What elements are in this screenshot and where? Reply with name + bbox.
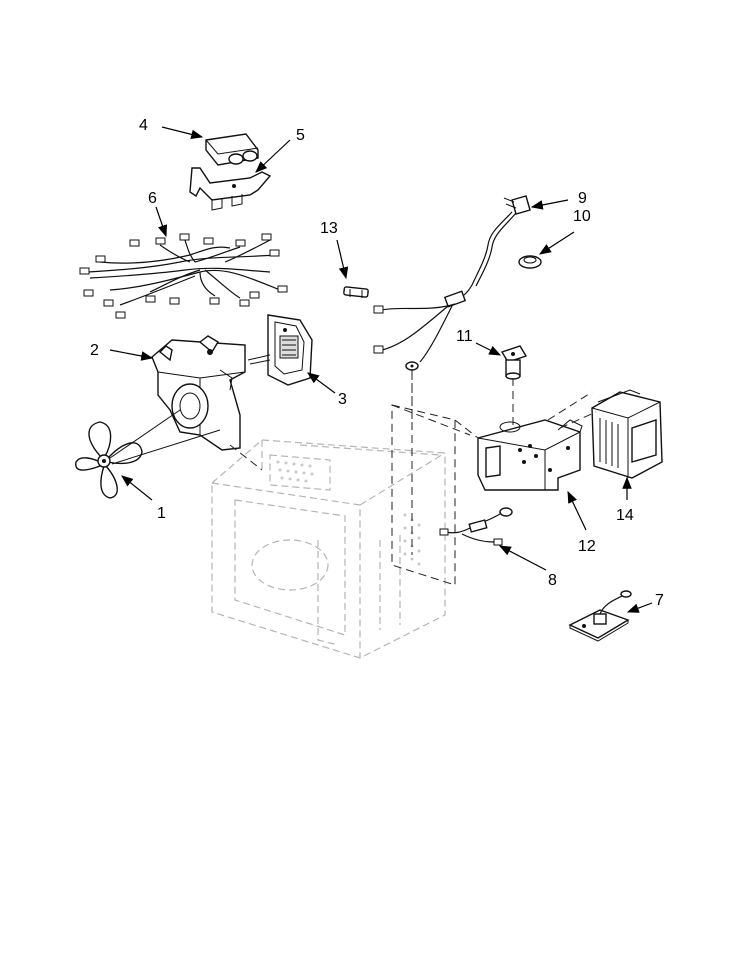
wire-harness xyxy=(79,233,288,319)
fan-motor xyxy=(247,314,313,386)
callout-3: 3 xyxy=(338,391,347,408)
power-cord xyxy=(373,195,531,371)
callout-9: 9 xyxy=(578,190,587,207)
magnetron xyxy=(591,389,663,479)
assembly-dash-lines xyxy=(411,372,597,439)
callout-11: 11 xyxy=(456,328,473,345)
ground-wire xyxy=(439,507,513,546)
fuse xyxy=(343,286,369,298)
callout-5: 5 xyxy=(296,127,305,144)
callout-7: 7 xyxy=(655,592,664,609)
thermal-cutoff xyxy=(500,345,528,380)
air-duct-bracket xyxy=(151,335,246,451)
fan-blade xyxy=(75,421,143,499)
callout-12: 12 xyxy=(578,538,596,555)
callout-14: 14 xyxy=(616,507,634,524)
callout-10: 10 xyxy=(573,208,591,225)
alignment-lines xyxy=(109,409,263,471)
capacitor-bracket xyxy=(189,167,272,211)
callout-1: 1 xyxy=(157,505,166,522)
diode-assembly xyxy=(568,590,632,642)
leader-lines xyxy=(109,126,653,613)
callout-4: 4 xyxy=(139,117,148,134)
thermostat xyxy=(518,255,542,269)
capacitor xyxy=(205,133,259,166)
waveguide-bracket xyxy=(477,419,583,491)
callout-13: 13 xyxy=(320,220,338,237)
mounting-panel-outline xyxy=(391,370,471,586)
microwave-cavity-outline xyxy=(211,439,446,659)
callout-2: 2 xyxy=(90,342,99,359)
callout-8: 8 xyxy=(548,572,557,589)
callout-6: 6 xyxy=(148,190,157,207)
